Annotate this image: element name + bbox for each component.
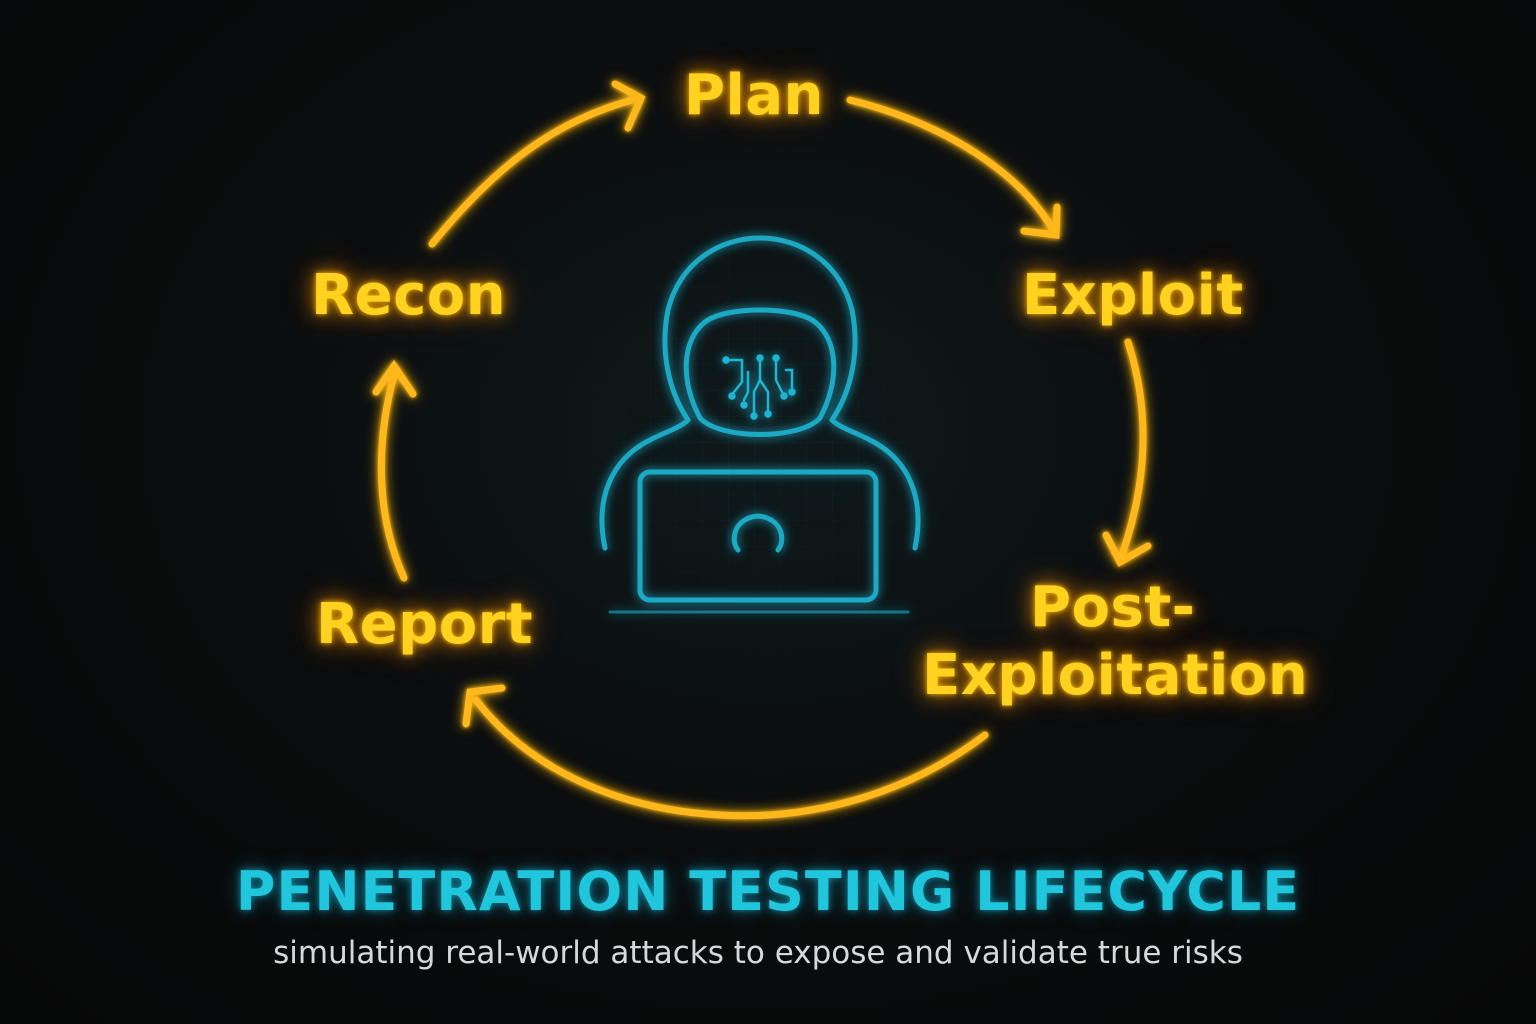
arc-recon-to-plan	[428, 96, 636, 248]
stage-label-post-exploitation-line1: Post-	[1030, 575, 1196, 640]
arc-post-to-report	[472, 696, 989, 820]
stage-label-exploit: Exploit	[1022, 263, 1244, 328]
diagram-subtitle: simulating real-world attacks to expose …	[273, 935, 1243, 971]
stage-label-report: Report	[316, 592, 534, 657]
arrowhead-exploit	[1020, 203, 1061, 239]
hood-outline	[599, 235, 921, 551]
arc-plan-to-exploit	[846, 96, 1056, 232]
background-grid	[520, 190, 1000, 670]
laptop-screen	[637, 469, 879, 603]
arc-report-to-recon	[377, 371, 408, 582]
arrowhead-post	[1102, 531, 1152, 567]
arrowhead-plan	[611, 80, 646, 132]
diagram-title: PENETRATION TESTING LIFECYCLE	[235, 860, 1301, 923]
circuit-face-icon	[722, 354, 796, 420]
stage-label-post-exploitation-line2: Exploitation	[922, 643, 1309, 708]
stage-label-recon: Recon	[311, 263, 507, 328]
arrowhead-recon	[372, 359, 417, 398]
laptop-logo	[731, 513, 785, 553]
arrowhead-report	[462, 684, 506, 728]
face-opening	[683, 307, 837, 437]
arc-exploit-to-post	[1118, 338, 1147, 559]
hooded-hacker-laptop-icon	[599, 235, 921, 614]
stage-label-plan: Plan	[684, 63, 824, 128]
